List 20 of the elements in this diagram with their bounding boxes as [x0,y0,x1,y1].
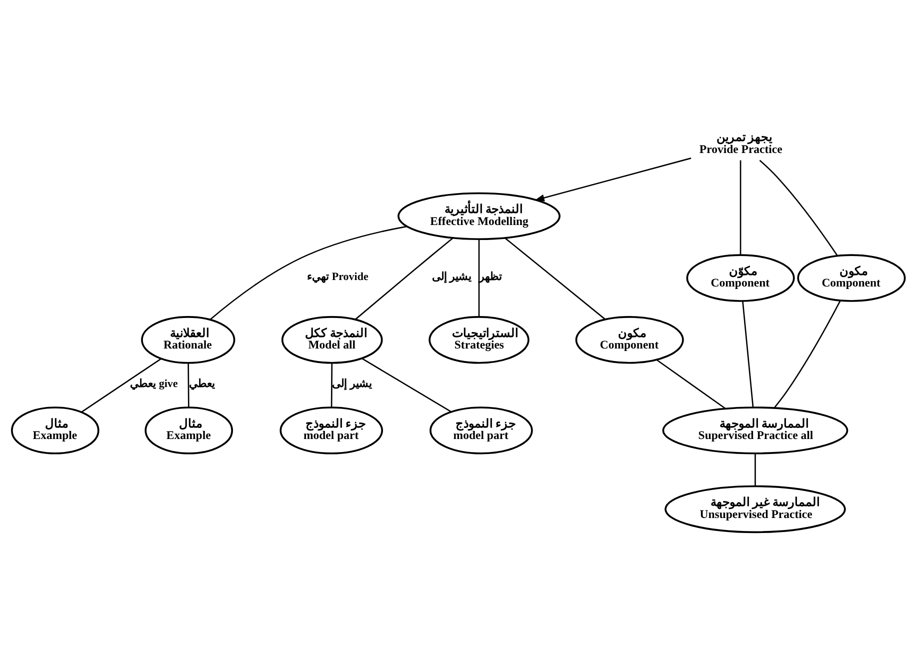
edge-label: يشير إلى [332,378,372,390]
connector [330,362,332,407]
edge-label: يعطي give [130,378,178,390]
connector [209,225,407,320]
connector [773,300,840,408]
connector [754,452,756,486]
connector [742,300,754,408]
connector [504,236,606,320]
edge-label: يعطي [188,378,214,390]
connector [187,362,189,407]
connector [361,357,452,412]
connector [354,236,454,320]
connector [758,159,838,256]
connector [80,358,162,412]
edge-label: يشير إلى [432,270,472,282]
arrow [534,157,691,201]
connector [478,238,480,316]
edge-label: تهيء Provide [306,270,368,282]
connector [656,358,726,409]
connector [739,160,741,255]
